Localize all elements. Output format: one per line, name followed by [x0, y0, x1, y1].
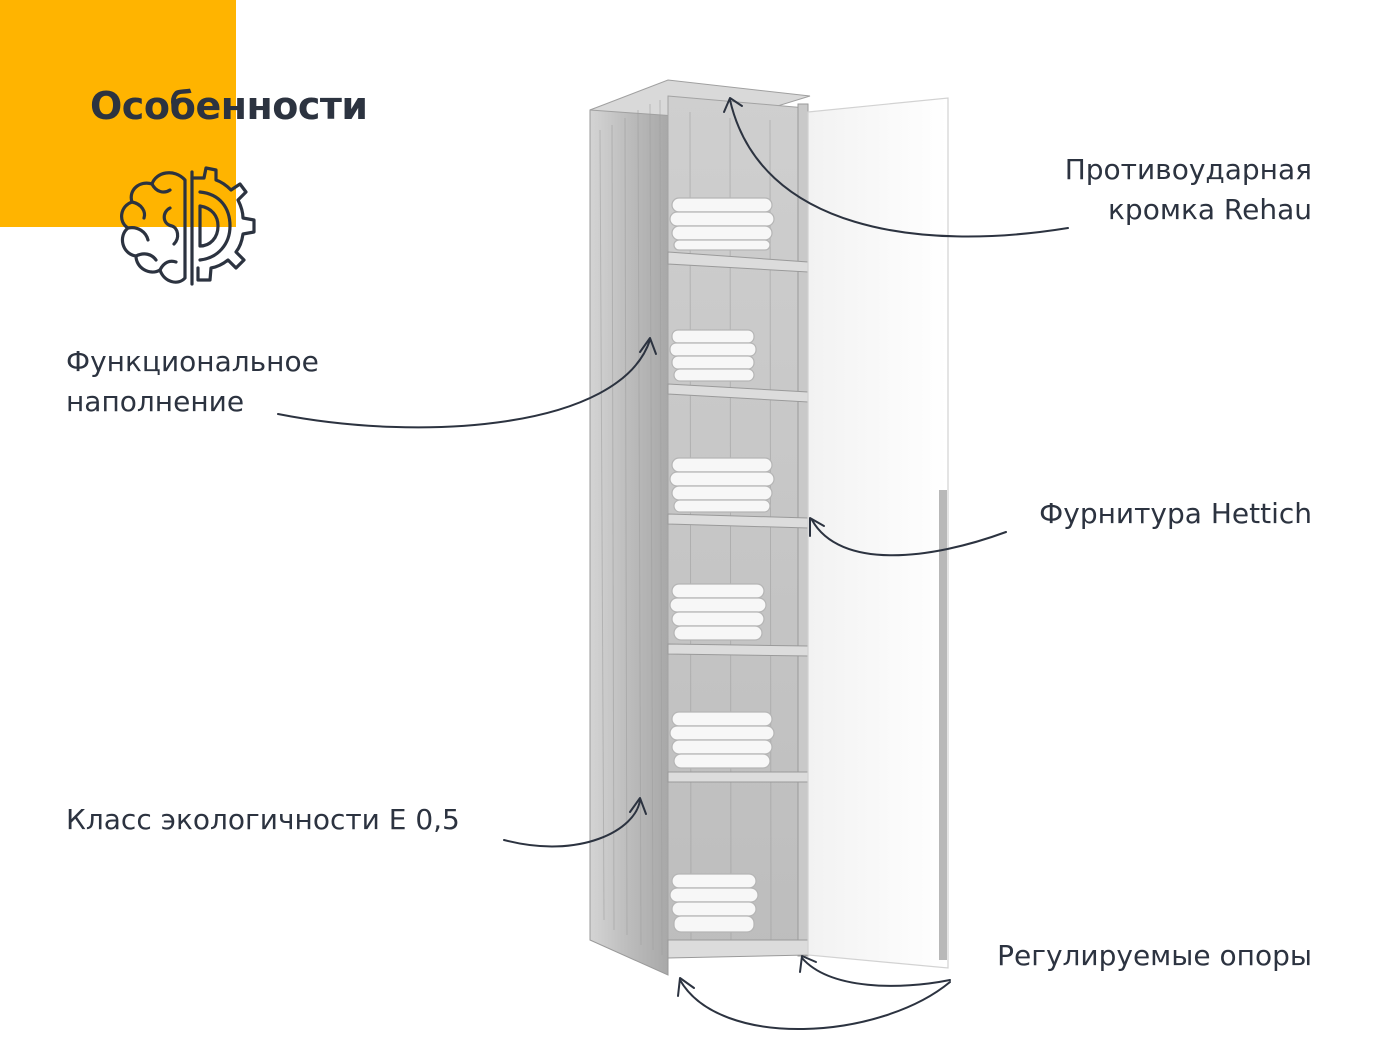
arrow-edge [729, 99, 1069, 238]
feature-edge-label: Противоударная кромка Rehau [1065, 150, 1312, 230]
folded-clothes [669, 197, 775, 933]
arrow-supports-right [801, 957, 951, 987]
feature-hardware-label: Фурнитура Hettich [1039, 497, 1312, 530]
feature-eco-label: Класс экологичности Е 0,5 [66, 803, 460, 836]
door-handle [939, 490, 947, 960]
feature-filling-line2: наполнение [66, 385, 245, 418]
cabinet-front-edge [797, 103, 809, 957]
accent-block [0, 0, 236, 227]
feature-edge-line2: кромка Rehau [1108, 193, 1312, 226]
arrow-eco [503, 799, 641, 848]
arrow-filling [277, 339, 651, 429]
feature-edge-line1: Противоударная [1064, 153, 1312, 186]
feature-filling-label: Функциональное наполнение [66, 342, 319, 422]
page-title: Особенности [90, 84, 368, 128]
brain-gear-icon [120, 166, 256, 286]
feature-filling-line1: Функциональное [66, 345, 319, 378]
feature-supports-label: Регулируемые опоры [997, 939, 1312, 972]
cabinet-door [807, 97, 949, 969]
arrow-hardware [811, 519, 1007, 557]
arrow-supports-left [679, 979, 951, 1031]
shelves [667, 251, 809, 959]
